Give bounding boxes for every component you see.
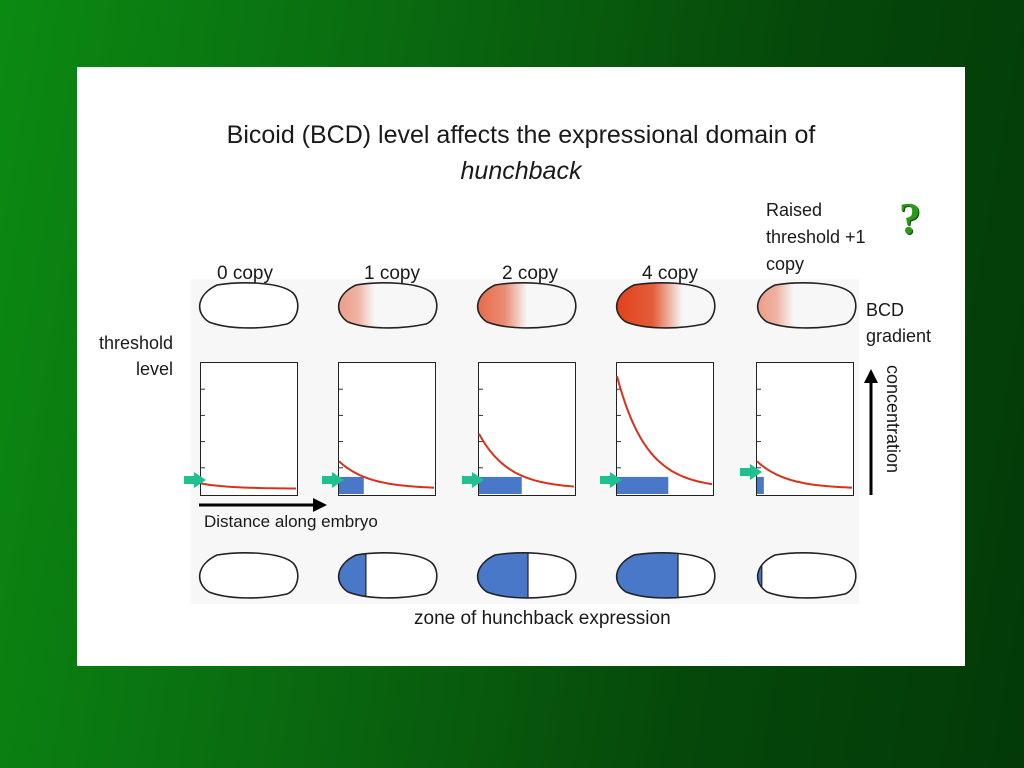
plot-canvas-2 [478, 388, 575, 494]
embryo-bcd-gradient-3 [616, 282, 716, 329]
embryo-hb-outline-3 [616, 552, 716, 599]
diagram-svg [199, 282, 857, 599]
bcd-gradient-label: BCD gradient [866, 300, 932, 346]
embryo-hb-background-4 [757, 552, 856, 598]
concentration-plot-0 [200, 362, 298, 496]
bcd-concentration-curve-4 [756, 460, 852, 489]
concentration-plot-4 [756, 362, 854, 496]
raised-threshold-label: Raised threshold +1 copy [766, 200, 866, 274]
slide-title-italic: hunchback [460, 157, 582, 185]
bcd-concentration-curve-3 [616, 375, 713, 486]
plot-expression-box-1 [339, 476, 364, 494]
concentration-plot-2 [478, 362, 576, 496]
plot-canvas-4 [756, 388, 852, 494]
bcd-concentration-curve-2 [478, 433, 575, 488]
concentration-arrow-icon [864, 369, 878, 495]
hunchback-expression-zone-2 [477, 552, 528, 598]
plot-canvas-0 [200, 388, 296, 490]
plot-canvas-3 [616, 375, 713, 494]
column-label-4: 4 copy [642, 263, 698, 284]
plot-expression-box-3 [617, 476, 669, 494]
plot-expression-box-4 [757, 476, 764, 494]
threshold-arrow-icon-3 [600, 471, 622, 488]
hunchback-expression-zone-3 [616, 552, 678, 598]
embryo-bcd-gradient-2 [477, 282, 577, 329]
bcd-concentration-curve-0 [200, 482, 296, 490]
embryo-bcd-gradient-1 [338, 282, 438, 329]
embryo-hb-outline-2 [477, 552, 577, 599]
embryo-bcd-gradient-4 [757, 282, 857, 329]
plot-canvas-1 [338, 388, 434, 494]
embryo-hb-outline-1 [338, 552, 438, 599]
column-label-1: 1 copy [364, 263, 420, 284]
concentration-label: concentration [883, 365, 903, 474]
threshold-arrow-icon-4 [740, 463, 762, 480]
bcd-concentration-curve-1 [338, 460, 434, 489]
threshold-arrow-icon-2 [462, 471, 484, 488]
threshold-arrow-icon-0 [184, 471, 206, 488]
embryo-hb-outline-4 [757, 552, 857, 599]
embryo-bcd-gradient-0 [199, 282, 299, 329]
concentration-plot-1 [338, 362, 436, 496]
column-label-2: 2 copy [502, 263, 558, 284]
threshold-level-label: threshold level [98, 333, 173, 379]
slide-title: Bicoid (BCD) level affects the expressio… [226, 121, 816, 149]
slide: Bicoid (BCD) level affects the expressio… [77, 67, 965, 666]
embryo-hb-outline-0 [199, 552, 299, 599]
concentration-plot-3 [616, 362, 714, 496]
zone-label: zone of hunchback expression [414, 608, 671, 629]
distance-label: Distance along embryo [204, 512, 378, 531]
threshold-arrow-icon-1 [322, 471, 344, 488]
distance-arrow-icon [199, 498, 327, 512]
column-label-0: 0 copy [217, 263, 273, 284]
question-mark-icon: ? [899, 194, 921, 243]
embryo-hb-background-0 [199, 552, 298, 598]
hunchback-expression-zone-4 [757, 552, 762, 598]
plot-expression-box-2 [479, 476, 522, 494]
